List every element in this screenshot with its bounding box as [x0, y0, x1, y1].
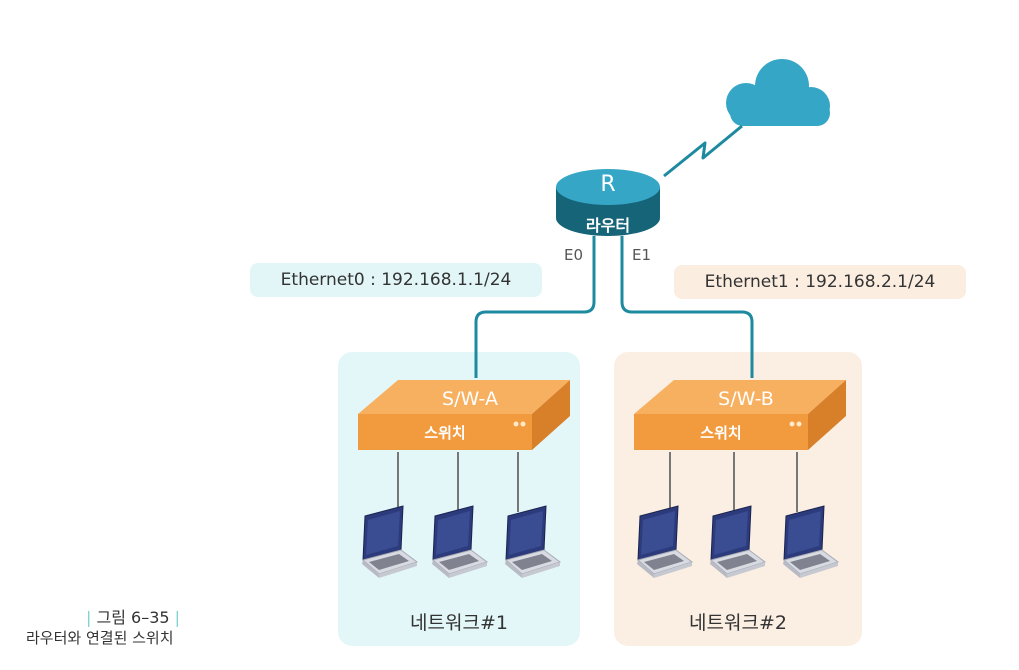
drop-cables	[397, 452, 798, 512]
router-name: 라우터	[585, 216, 631, 235]
port-e0: E0	[564, 246, 584, 264]
port-e1: E1	[632, 246, 652, 264]
figure-caption: 라우터와 연결된 스위치	[26, 629, 174, 647]
switch-icon	[358, 380, 570, 450]
cable-e0	[474, 236, 596, 378]
switch-a-name: S/W-A	[442, 388, 498, 410]
interface-label-ethernet1: Ethernet1 : 192.168.2.1/24	[674, 265, 966, 299]
laptop-icon	[782, 505, 839, 579]
cloud-icon	[726, 59, 830, 126]
network-label-2: 네트워크#2	[689, 612, 787, 634]
laptop-icon	[361, 505, 418, 579]
router-icon	[556, 169, 660, 236]
wan-link	[663, 124, 743, 178]
interface-label-ethernet0: Ethernet0 : 192.168.1.1/24	[250, 263, 542, 297]
router-letter: R	[600, 172, 616, 197]
cable-e1	[620, 236, 754, 378]
laptop-icon	[709, 505, 766, 579]
laptop-icon	[431, 505, 488, 579]
switch-a-label: 스위치	[424, 424, 466, 442]
figure-number: | 그림 6–35 |	[86, 608, 181, 627]
laptop-icon	[504, 505, 561, 579]
figure-number-text: 그림 6–35	[96, 608, 170, 627]
laptop-icon	[636, 505, 693, 579]
network-label-1: 네트워크#1	[410, 612, 508, 634]
switch-icon	[634, 380, 846, 450]
switch-b-label: 스위치	[700, 424, 742, 442]
switch-b-name: S/W-B	[718, 388, 774, 410]
